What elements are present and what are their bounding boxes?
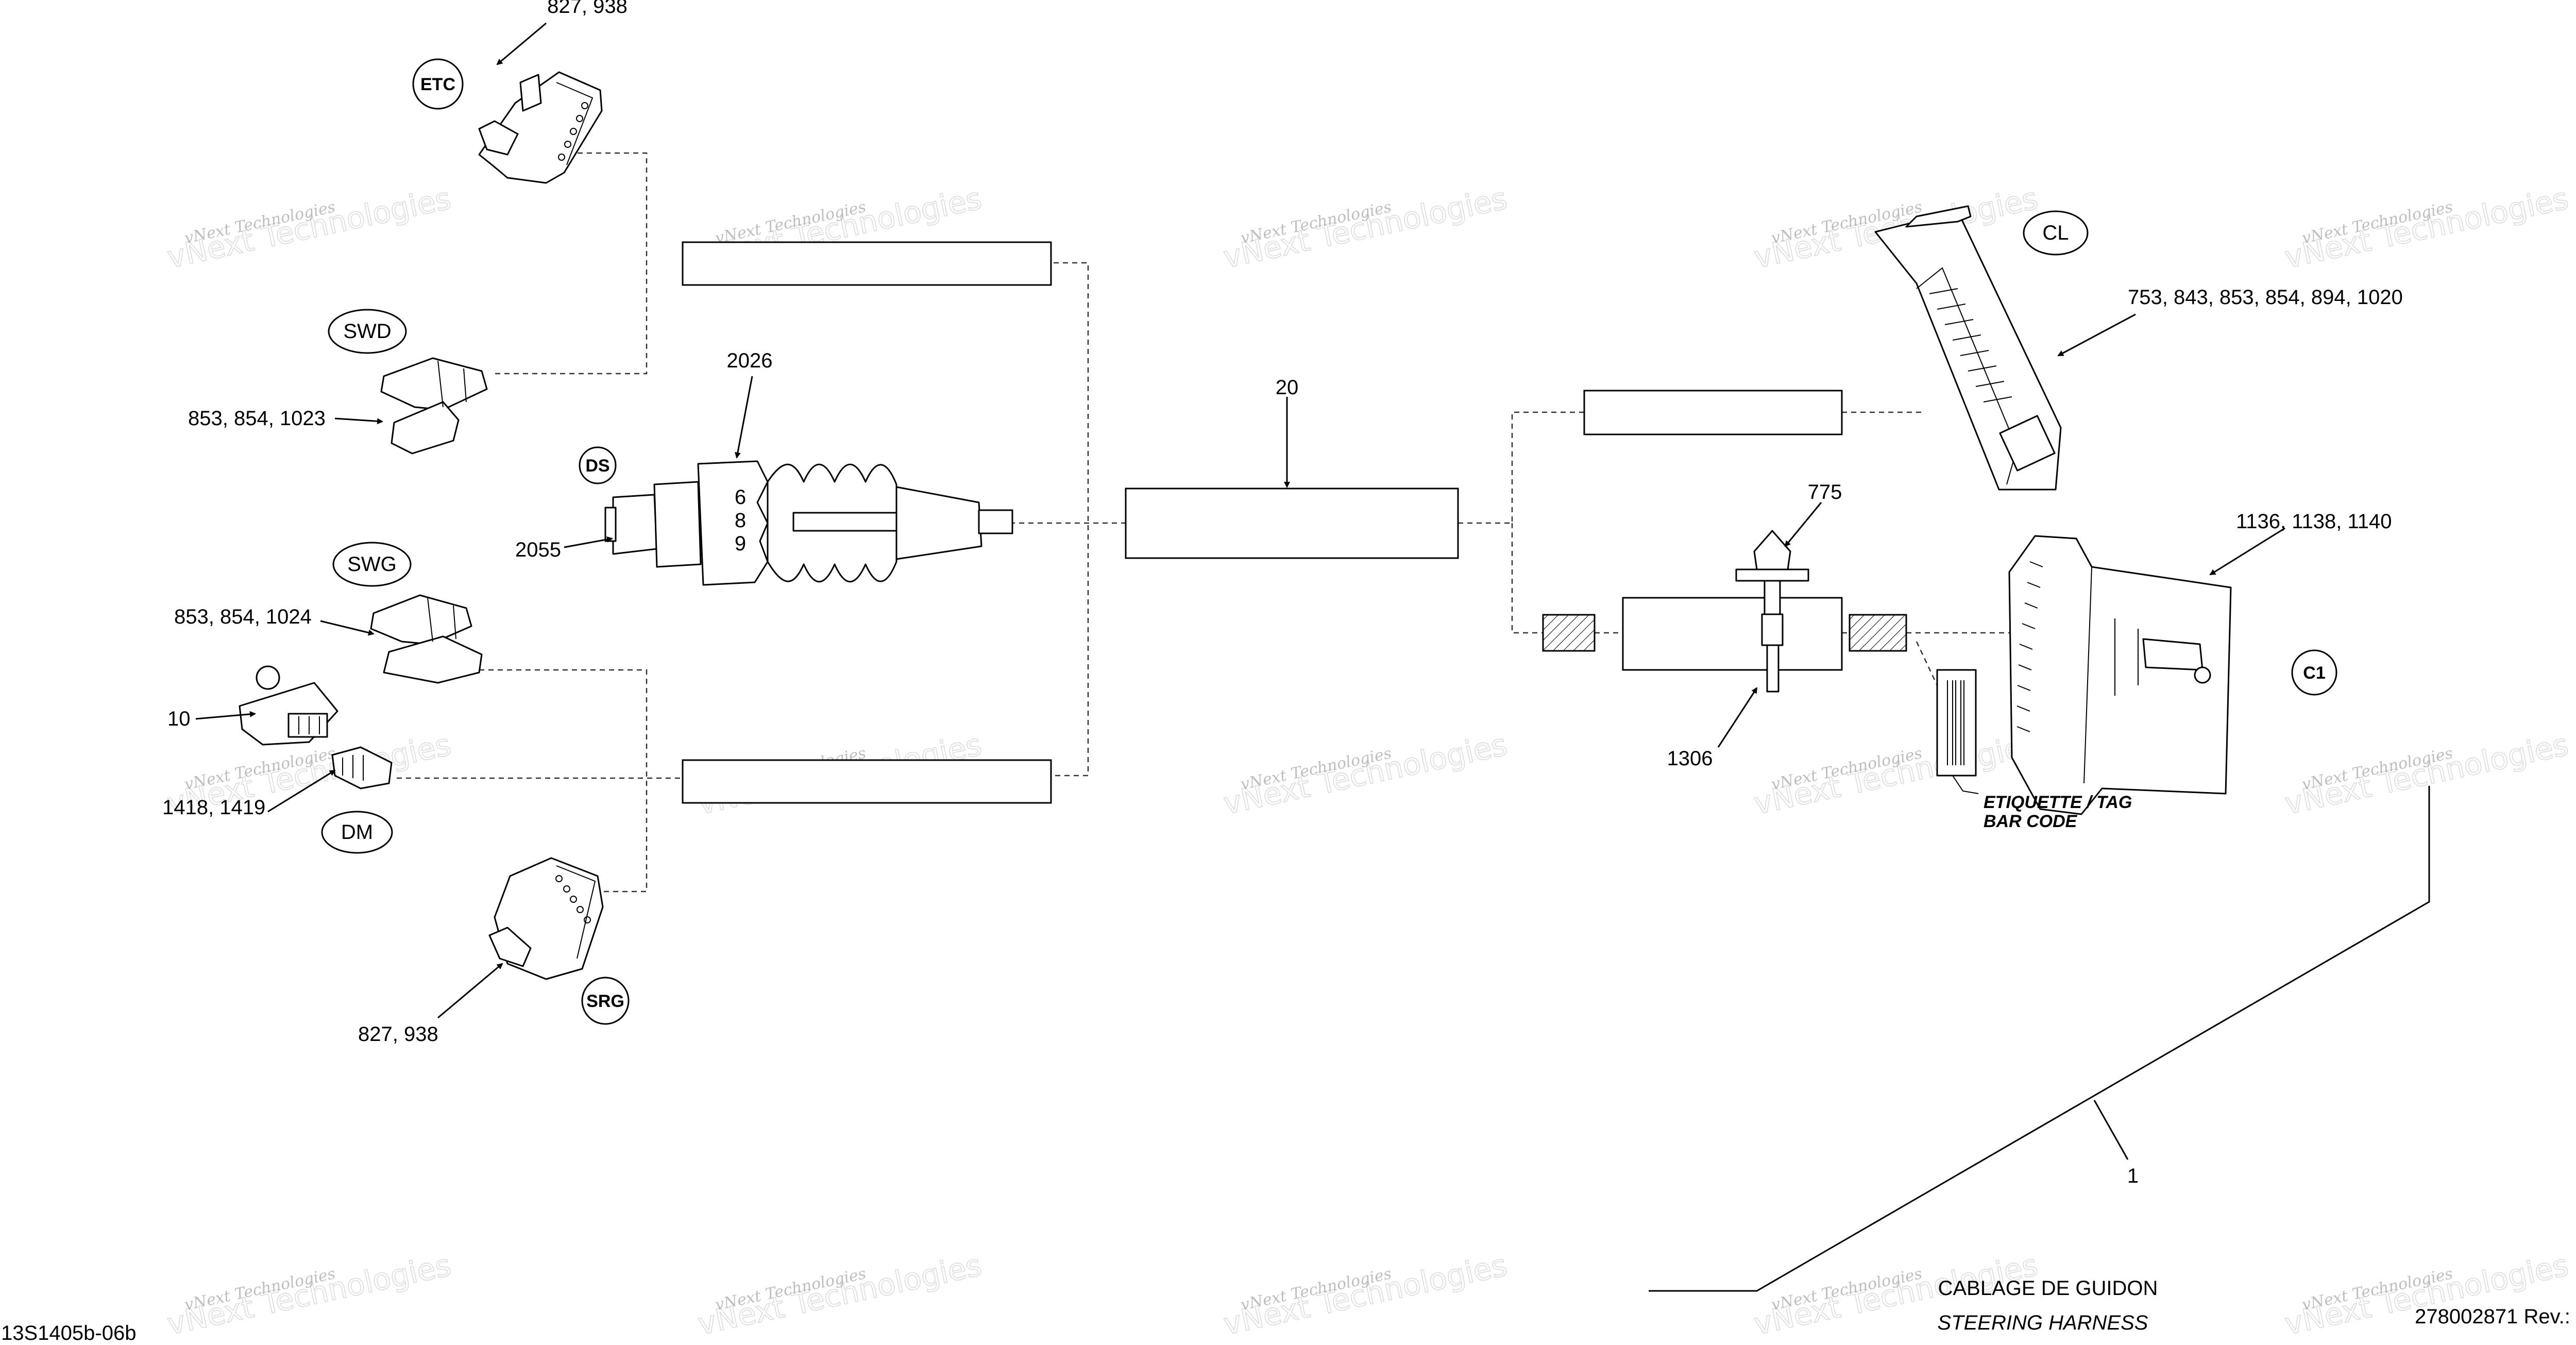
callout-827-938-top: 827, 938 xyxy=(547,0,628,18)
svg-text:DS: DS xyxy=(585,456,609,476)
harness-segment-c1 xyxy=(1622,597,1843,671)
callouts: 827, 938 853, 854, 1023 2026 2055 853, 8… xyxy=(162,0,2403,1187)
tag-srg: SRG xyxy=(581,977,630,1025)
leader-827-bottom xyxy=(437,963,503,1019)
svg-text:CL: CL xyxy=(2042,222,2069,244)
callout-753-list: 753, 843, 853, 854, 894, 1020 xyxy=(2128,286,2403,309)
footer: 13S1405b-06b 278002871 Rev.: c xyxy=(1,1305,2576,1344)
callout-2026: 2026 xyxy=(727,349,773,372)
watermark: vNext Technologies vNext Technologies xyxy=(694,1247,985,1342)
svg-text:ETC: ETC xyxy=(420,75,455,94)
watermark: vNext Technologies vNext Technologies xyxy=(164,1247,454,1342)
callout-853-854-1024: 853, 854, 1024 xyxy=(174,606,312,628)
switch-digit: 8 xyxy=(735,509,746,532)
swd-connector xyxy=(380,357,488,455)
callout-1136-list: 1136, 1138, 1140 xyxy=(2236,510,2392,533)
leader-2055 xyxy=(564,536,613,548)
drawing-id: 13S1405b-06b xyxy=(1,1322,136,1344)
svg-text:SRG: SRG xyxy=(586,991,624,1011)
cl-connector xyxy=(1874,205,2062,491)
leader-827-top xyxy=(496,22,547,65)
c1-connector xyxy=(2008,535,2232,815)
etc-connector xyxy=(478,71,603,184)
leader-2026 xyxy=(734,376,753,459)
wire-tag xyxy=(1916,641,1938,686)
barcode-label-line1: ETIQUETTE / TAG xyxy=(1984,793,2132,812)
tag-cl: CL xyxy=(2023,210,2089,256)
callout-2055: 2055 xyxy=(515,539,561,561)
callout-853-854-1023: 853, 854, 1023 xyxy=(188,407,326,430)
callout-20: 20 xyxy=(1276,376,1299,399)
title-block: CABLAGE DE GUIDON STEERING HARNESS xyxy=(1938,1277,2158,1334)
swg-connector xyxy=(370,594,483,684)
svg-text:SWD: SWD xyxy=(343,320,391,343)
svg-text:DM: DM xyxy=(341,821,373,844)
harness-segment-top xyxy=(682,241,1052,286)
leader-1306 xyxy=(1717,687,1758,748)
harness-segment-bottom xyxy=(682,759,1052,804)
tag-swg: SWG xyxy=(332,542,412,587)
title-french: CABLAGE DE GUIDON xyxy=(1938,1277,2158,1300)
wire-to-cl-box xyxy=(1458,411,1584,524)
leader-1418 xyxy=(267,769,336,813)
watermark: vNext Technologies vNext Technologies xyxy=(1220,1247,1511,1342)
wire-swg-srg xyxy=(479,669,648,893)
srg-connector xyxy=(488,857,604,980)
switch-digit: 9 xyxy=(735,532,746,555)
ds-switch-digits: 6 8 9 xyxy=(735,486,746,555)
barcode-tag xyxy=(1936,669,1979,794)
leader-1 xyxy=(1649,786,2430,1292)
wire-trunk-vertical xyxy=(683,262,1089,777)
leader-753 xyxy=(2057,313,2136,357)
svg-text:SWG: SWG xyxy=(347,553,397,576)
callout-1306: 1306 xyxy=(1667,747,1713,770)
part-revision: 278002871 Rev.: c xyxy=(2415,1305,2576,1328)
tag-ds: DS xyxy=(579,446,617,484)
leader-1136 xyxy=(2209,527,2285,576)
sensor-item-10 xyxy=(239,665,338,746)
connector-tags: ETC SWD DS SWG DM SRG CL C1 xyxy=(321,58,2337,1025)
callout-10: 10 xyxy=(167,708,191,730)
harness-segments xyxy=(682,241,1843,804)
harness-main-trunk xyxy=(1125,487,1459,559)
tape-sleeve-left xyxy=(1542,614,1596,652)
callout-775: 775 xyxy=(1808,481,1842,503)
callout-1418-1419: 1418, 1419 xyxy=(162,796,265,819)
tag-dm: DM xyxy=(321,811,393,854)
tag-etc: ETC xyxy=(412,58,464,110)
leader-853-1023 xyxy=(334,417,383,425)
watermark: vNext Technologies vNext Technologies xyxy=(1220,727,1511,822)
leader-1-label xyxy=(2093,1100,2129,1160)
leader-853-1024 xyxy=(320,620,375,636)
ds-switch-assembly xyxy=(604,460,1013,586)
leader-775 xyxy=(1784,502,1822,547)
tag-c1: C1 xyxy=(2291,649,2337,696)
leader-10 xyxy=(195,711,256,720)
switch-digit: 6 xyxy=(735,486,746,509)
callout-1: 1 xyxy=(2127,1165,2139,1187)
barcode-label: ETIQUETTE / TAG BAR CODE xyxy=(1984,793,2132,831)
watermark: vNext Technologies vNext Technologies xyxy=(164,180,454,276)
callout-827-938-bottom: 827, 938 xyxy=(358,1023,438,1046)
wire-etc xyxy=(492,152,648,375)
watermark: vNext Technologies vNext Technologies xyxy=(2281,180,2572,276)
leader-lines xyxy=(195,22,2430,1292)
barcode-label-line2: BAR CODE xyxy=(1984,812,2078,831)
push-clip xyxy=(1735,530,1809,693)
tape-sleeve-right xyxy=(1849,614,1907,652)
title-english: STEERING HARNESS xyxy=(1938,1312,2148,1334)
harness-wiring xyxy=(397,152,2012,893)
tag-swd: SWD xyxy=(328,309,407,354)
watermark: vNext Technologies vNext Technologies xyxy=(1220,180,1511,276)
wire-to-c1 xyxy=(1511,523,1543,634)
harness-segment-cl xyxy=(1583,390,1843,435)
svg-text:C1: C1 xyxy=(2303,663,2325,683)
watermark: vNext Technologies vNext Technologies xyxy=(1751,180,2041,276)
watermark: vNext Technologies vNext Technologies xyxy=(2281,727,2572,822)
